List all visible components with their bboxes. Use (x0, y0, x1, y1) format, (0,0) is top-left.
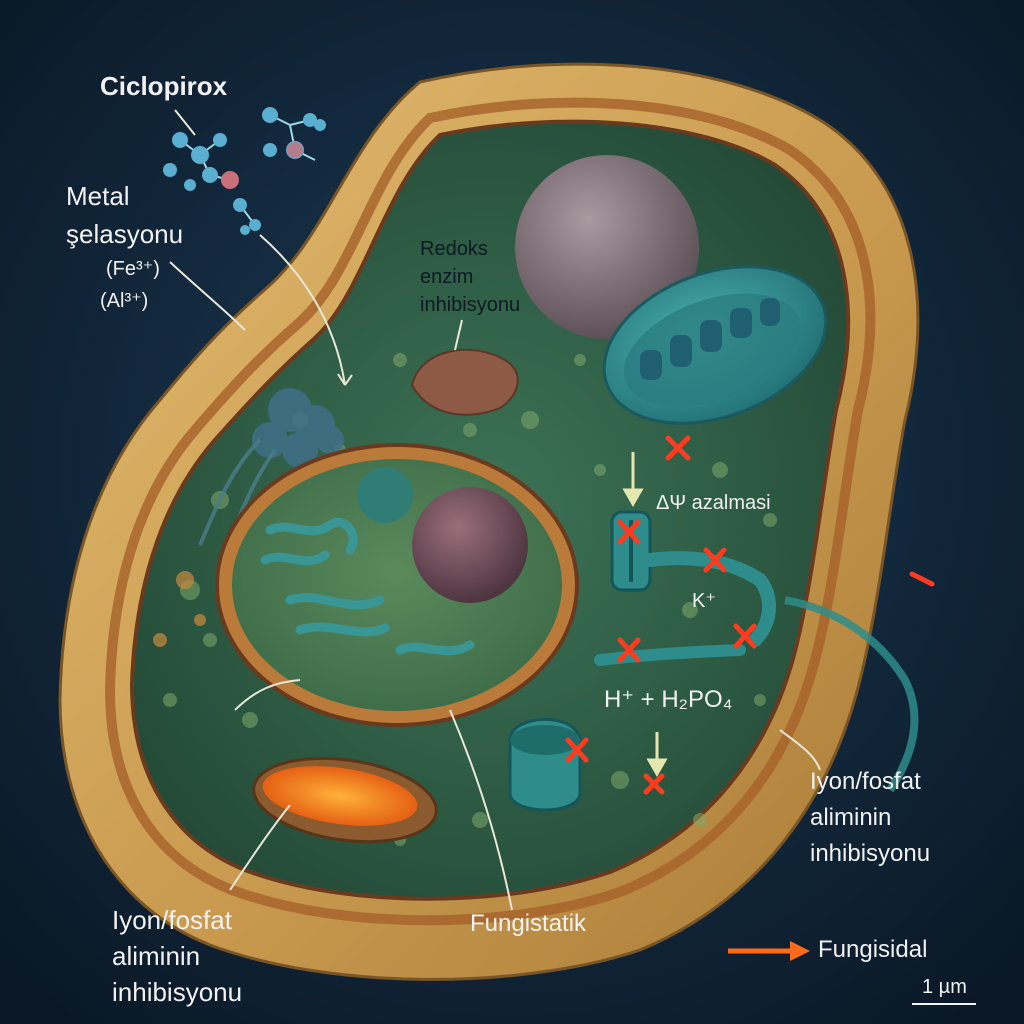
orange-organelle (252, 756, 438, 844)
golgi (252, 388, 344, 468)
nucleus (215, 443, 579, 727)
redox-label-line2: enzim (420, 266, 474, 288)
ion-uptake-left-line2: aliminin (112, 941, 201, 971)
transporter-channel-k (643, 551, 777, 647)
fungistatic-label: Fungistatik (470, 910, 587, 937)
fungicidal-label: Fungisidal (818, 936, 928, 963)
ion-uptake-left-line3: inhibisyonu (112, 977, 243, 1007)
potassium-label: K⁺ (692, 590, 716, 612)
mitochondrion (602, 265, 828, 425)
leader-lines (169, 109, 821, 911)
redox-label-line3: inhibisyonu (420, 294, 521, 316)
redox-enzyme (410, 348, 519, 416)
metal-chelation-line1: Metal (66, 181, 130, 211)
redox-label-line1: Redoks (420, 238, 488, 260)
vacuole (515, 155, 699, 339)
metal-chelation-fe: (Fe³⁺) (106, 258, 160, 280)
arrow-down-icon (622, 452, 668, 778)
drug-label: Ciclopirox (100, 71, 228, 101)
scale-label: 1 µm (922, 976, 967, 998)
fungicidal-arrow-icon (728, 941, 810, 961)
inhibit-x-icon (565, 435, 935, 795)
scale-bar (912, 1003, 976, 1005)
ion-uptake-right-line3: inhibisyonu (810, 840, 931, 867)
transporter-channel-hp (594, 644, 746, 666)
ion-uptake-right-line2: aliminin (810, 804, 892, 831)
efflux-tube (784, 596, 919, 793)
ion-uptake-left-line1: Iyon/fosfat (112, 905, 232, 935)
molecule-icon (163, 107, 326, 235)
metal-chelation-al: (Al³⁺) (100, 290, 149, 312)
proton-phosphate-label: H⁺ + H₂PO₄ (604, 686, 733, 713)
ion-uptake-right-line1: Iyon/fosfat (810, 768, 921, 795)
membrane-potential-label: ΔΨ azalmasi (656, 492, 771, 514)
transporter-a (610, 510, 652, 592)
metal-chelation-line2: şelasyonu (66, 219, 184, 249)
cell-membrane-outer (104, 97, 876, 926)
transporter-b (508, 717, 582, 812)
nucleolus (412, 487, 528, 603)
